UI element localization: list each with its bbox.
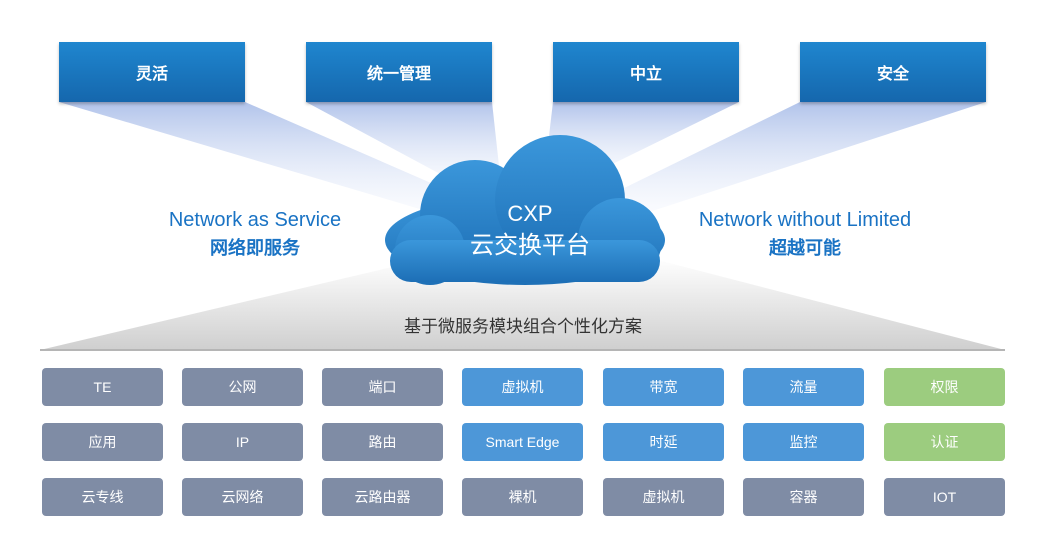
module-tile-label: 云专线: [81, 489, 124, 505]
module-tile: 端口: [322, 368, 443, 406]
top-box-label: 灵活: [135, 66, 168, 83]
module-tile: IP: [182, 423, 303, 461]
module-tile-label: IOT: [932, 489, 957, 505]
module-tile: 时延: [603, 423, 724, 461]
module-tile-label: 虚拟机: [501, 379, 544, 395]
cloud-shape: [385, 135, 665, 285]
right-label-en: Network without Limited: [698, 209, 912, 231]
module-tile: 带宽: [603, 368, 724, 406]
left-label-zh: 网络即服务: [210, 238, 300, 258]
module-tile: 流量: [743, 368, 864, 406]
module-tile: Smart Edge: [462, 423, 583, 461]
module-tile: 应用: [42, 423, 163, 461]
module-tile-label: 容器: [789, 489, 818, 505]
top-box-label: 统一管理: [366, 66, 431, 83]
module-tile: 云路由器: [322, 478, 443, 516]
top-box-label: 安全: [876, 66, 909, 83]
module-tile-label: TE: [93, 379, 112, 395]
right-label: Network without Limited 超越可能: [680, 206, 930, 262]
top-box-neutral: 中立: [553, 42, 739, 102]
module-tile: 公网: [182, 368, 303, 406]
module-tile-label: 云网络: [221, 489, 264, 505]
module-tile-label: 公网: [228, 379, 257, 395]
module-tile: 虚拟机: [462, 368, 583, 406]
platform: [40, 258, 1005, 350]
module-tile-label: 认证: [930, 434, 959, 450]
module-tile: 云专线: [42, 478, 163, 516]
platform-caption: 基于微服务模块组合个性化方案: [404, 317, 642, 336]
beam-4: [610, 102, 986, 215]
top-box-security: 安全: [800, 42, 986, 102]
module-tile-label: 权限: [930, 379, 959, 395]
cloud-subtitle: 云交换平台: [470, 232, 590, 259]
module-tile-label: 虚拟机: [642, 489, 685, 505]
module-tile-label: 路由: [368, 434, 397, 450]
module-tile-label: 时延: [649, 434, 678, 450]
top-box-label: 中立: [629, 66, 662, 83]
module-tile-label: 流量: [789, 379, 818, 395]
module-tile-label: 端口: [368, 379, 397, 395]
module-tile-label: 云路由器: [354, 489, 411, 505]
module-tile: 监控: [743, 423, 864, 461]
module-tile-label: 监控: [789, 434, 818, 450]
module-tile: 权限: [884, 368, 1005, 406]
module-tile: 认证: [884, 423, 1005, 461]
cloud-title: CXP: [507, 201, 553, 226]
top-box-flexible: 灵活: [59, 42, 245, 102]
beam-1: [59, 102, 470, 215]
module-tile-label: Smart Edge: [485, 434, 560, 450]
module-tile: 容器: [743, 478, 864, 516]
module-tile: 云网络: [182, 478, 303, 516]
module-tile: IOT: [884, 478, 1005, 516]
module-tile: TE: [42, 368, 163, 406]
module-tile-label: 应用: [88, 434, 117, 450]
left-label-en: Network as Service: [168, 209, 342, 231]
top-box-unified-management: 统一管理: [306, 42, 492, 102]
cloud-label: CXP 云交换平台: [430, 198, 630, 262]
left-label: Network as Service 网络即服务: [140, 206, 370, 262]
right-label-zh: 超越可能: [769, 238, 841, 258]
module-tile: 路由: [322, 423, 443, 461]
module-tile-label: IP: [235, 434, 250, 450]
module-tile-label: 裸机: [508, 489, 537, 505]
module-tile: 裸机: [462, 478, 583, 516]
module-tile: 虚拟机: [603, 478, 724, 516]
module-tile-label: 带宽: [649, 379, 678, 395]
